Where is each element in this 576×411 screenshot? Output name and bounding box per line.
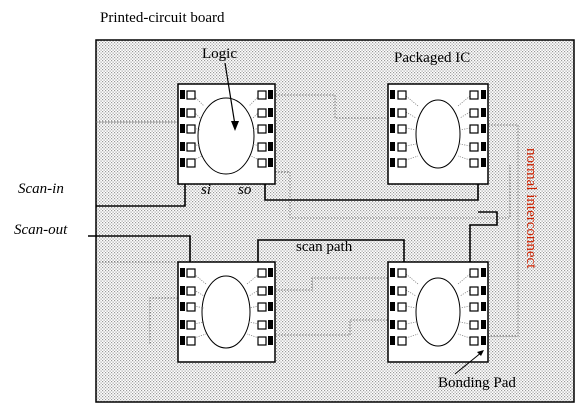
scan-out-wire (88, 235, 191, 262)
pin-row-right (469, 268, 486, 346)
pin-row-right (469, 90, 486, 168)
packaged-ic-1 (177, 83, 276, 185)
so-to-ic2-wire (264, 172, 479, 201)
normal-interconnect-label: normal interconnect (523, 148, 539, 269)
pin-row-left (180, 268, 196, 346)
so-label: so (238, 182, 252, 198)
scan-path-label: scan path (296, 239, 353, 255)
ic2-to-ic3-wire (469, 211, 498, 262)
logic-label: Logic (202, 46, 237, 62)
pin-row-right (257, 90, 273, 168)
pin-row-left (390, 268, 407, 346)
scan-path-wires (88, 172, 498, 262)
packaged-ic-label: Packaged IC (394, 50, 470, 66)
board-label: Printed-circuit board (100, 10, 225, 26)
pin-row-left (390, 90, 407, 168)
scan-in-label: Scan-in (18, 181, 64, 197)
scan-out-label: Scan-out (14, 222, 68, 238)
annotation-arrows (224, 62, 484, 375)
packaged-ic-2 (387, 83, 489, 185)
pcb-board (95, 39, 575, 403)
pin-row-right (257, 268, 273, 346)
packaged-ic-4 (387, 261, 489, 363)
si-label: si (201, 182, 211, 198)
bonding-pad-label: Bonding Pad (438, 375, 516, 391)
packaged-ic-3 (177, 261, 276, 363)
ic3-to-ic4-wire (257, 239, 405, 262)
normal-interconnect-nets (96, 94, 519, 345)
pin-row-left (180, 90, 196, 168)
